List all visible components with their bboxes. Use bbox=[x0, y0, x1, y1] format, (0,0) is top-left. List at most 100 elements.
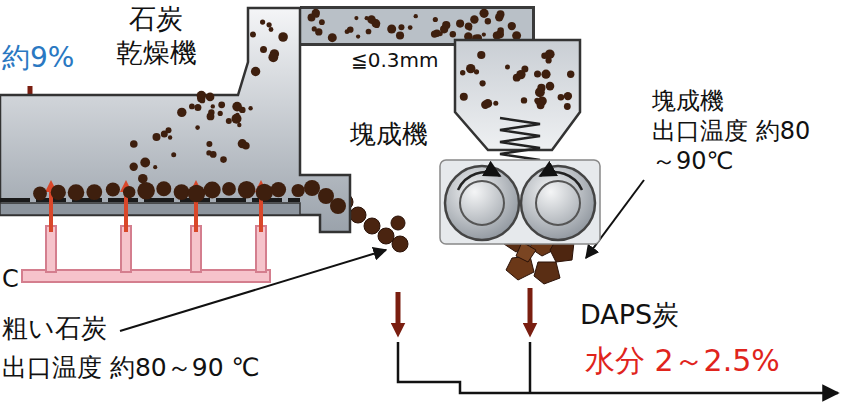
coal-particle bbox=[204, 182, 221, 199]
coal-particle bbox=[153, 133, 161, 141]
coal-particle bbox=[541, 52, 548, 59]
coal-particle bbox=[86, 184, 102, 200]
coal-particle bbox=[222, 182, 236, 196]
spring bbox=[500, 118, 540, 166]
coal-particle bbox=[168, 135, 172, 139]
coal-particle bbox=[460, 70, 465, 75]
rotation-arrow bbox=[540, 172, 582, 190]
coal-particle bbox=[267, 22, 272, 27]
coal-particle bbox=[106, 182, 120, 196]
coal-particle bbox=[177, 108, 186, 117]
coal-particle bbox=[256, 184, 273, 201]
coal-particle bbox=[535, 87, 545, 97]
rotation-arrow bbox=[458, 172, 500, 190]
coal-lump bbox=[350, 207, 366, 223]
fine-coal-particles bbox=[308, 9, 522, 42]
coal-particle bbox=[567, 71, 574, 78]
coal-particle bbox=[330, 198, 346, 214]
moisture-out: 水分 2～2.5% bbox=[585, 342, 780, 380]
coal-particle bbox=[460, 93, 468, 101]
coal-particle bbox=[470, 15, 478, 23]
coal-lump bbox=[364, 218, 380, 234]
polygon-part bbox=[516, 242, 536, 262]
coal-particle bbox=[248, 106, 252, 110]
coal-particle bbox=[174, 184, 190, 200]
rect-part bbox=[191, 226, 201, 272]
coal-particle bbox=[304, 180, 320, 196]
node-title: 塊成機 bbox=[350, 118, 428, 151]
briquetter-unit: 塊成機 bbox=[437, 43, 603, 245]
coal-particle bbox=[68, 184, 85, 201]
coal-particle bbox=[250, 32, 256, 38]
coal-particle bbox=[207, 113, 215, 121]
coal-particle bbox=[354, 16, 358, 20]
coal-particle bbox=[505, 64, 510, 69]
coal-particle bbox=[260, 20, 265, 25]
coal-particle bbox=[130, 163, 138, 171]
briquetter-outlet-note: 塊成機 出口温度 約80～90℃ bbox=[652, 86, 812, 176]
product-line bbox=[529, 342, 532, 393]
coal-particle bbox=[278, 32, 288, 42]
dryer-base bbox=[0, 203, 300, 215]
node-title: 石炭 乾燥機 bbox=[100, 2, 212, 70]
coal-particle bbox=[387, 24, 396, 33]
coal-particle bbox=[260, 46, 267, 53]
coal-particle bbox=[268, 52, 278, 62]
coal-particle bbox=[564, 92, 572, 100]
coal-particle bbox=[319, 19, 325, 25]
coal-particle bbox=[153, 165, 157, 169]
coal-particle bbox=[564, 103, 571, 110]
coal-particle bbox=[161, 131, 168, 138]
coal-particle bbox=[211, 104, 215, 108]
coal-particle bbox=[433, 17, 438, 22]
product-name: DAPS炭 bbox=[580, 298, 679, 332]
coal-particle bbox=[479, 9, 488, 18]
coal-particle bbox=[546, 82, 555, 91]
flow-arrow bbox=[396, 292, 401, 330]
coal-lump bbox=[378, 228, 394, 244]
coal-particle bbox=[366, 29, 372, 35]
coal-particle bbox=[481, 101, 489, 109]
coal-particle bbox=[438, 31, 443, 36]
coal-particle bbox=[456, 20, 464, 28]
coal-particle bbox=[137, 182, 155, 200]
coal-particle bbox=[226, 118, 232, 124]
rect-part bbox=[256, 226, 266, 272]
g-part bbox=[440, 40, 600, 244]
coal-particle bbox=[232, 114, 242, 124]
rect-part bbox=[46, 226, 56, 272]
coal-particle bbox=[271, 182, 286, 197]
coal-particle bbox=[269, 27, 274, 32]
coal-particle bbox=[199, 98, 205, 104]
roll-ring bbox=[460, 181, 504, 225]
rect-part bbox=[22, 270, 270, 282]
coal-particle bbox=[232, 102, 242, 112]
coal-particle bbox=[242, 142, 250, 150]
coal-particle bbox=[130, 140, 138, 148]
coal-particle bbox=[33, 187, 47, 201]
coal-particle bbox=[442, 21, 450, 29]
coal-particle bbox=[251, 67, 260, 76]
coal-particle bbox=[206, 93, 215, 102]
outlet-temperature: 出口温度 約80～90 ℃ bbox=[2, 352, 260, 383]
coal-particle bbox=[414, 14, 418, 18]
coal-particle bbox=[206, 141, 212, 147]
coal-particle bbox=[237, 123, 241, 127]
coal-particle bbox=[197, 94, 205, 102]
coal-particle bbox=[123, 186, 135, 198]
coal-particle bbox=[220, 156, 227, 163]
flow-arrow bbox=[528, 288, 533, 330]
coal-particle bbox=[356, 34, 360, 38]
coal-particle bbox=[480, 80, 486, 86]
node-outline bbox=[0, 0, 300, 232]
dryer-unit: 石炭 乾燥機 bbox=[0, 0, 300, 232]
coal-particle bbox=[482, 32, 486, 36]
coal-particle bbox=[347, 27, 353, 33]
roll-housing bbox=[440, 160, 600, 244]
coal-particle bbox=[292, 184, 305, 197]
coal-particle bbox=[516, 70, 525, 79]
coal-particle bbox=[450, 31, 456, 37]
coal-particle bbox=[508, 22, 516, 30]
roll-ring bbox=[536, 181, 580, 225]
